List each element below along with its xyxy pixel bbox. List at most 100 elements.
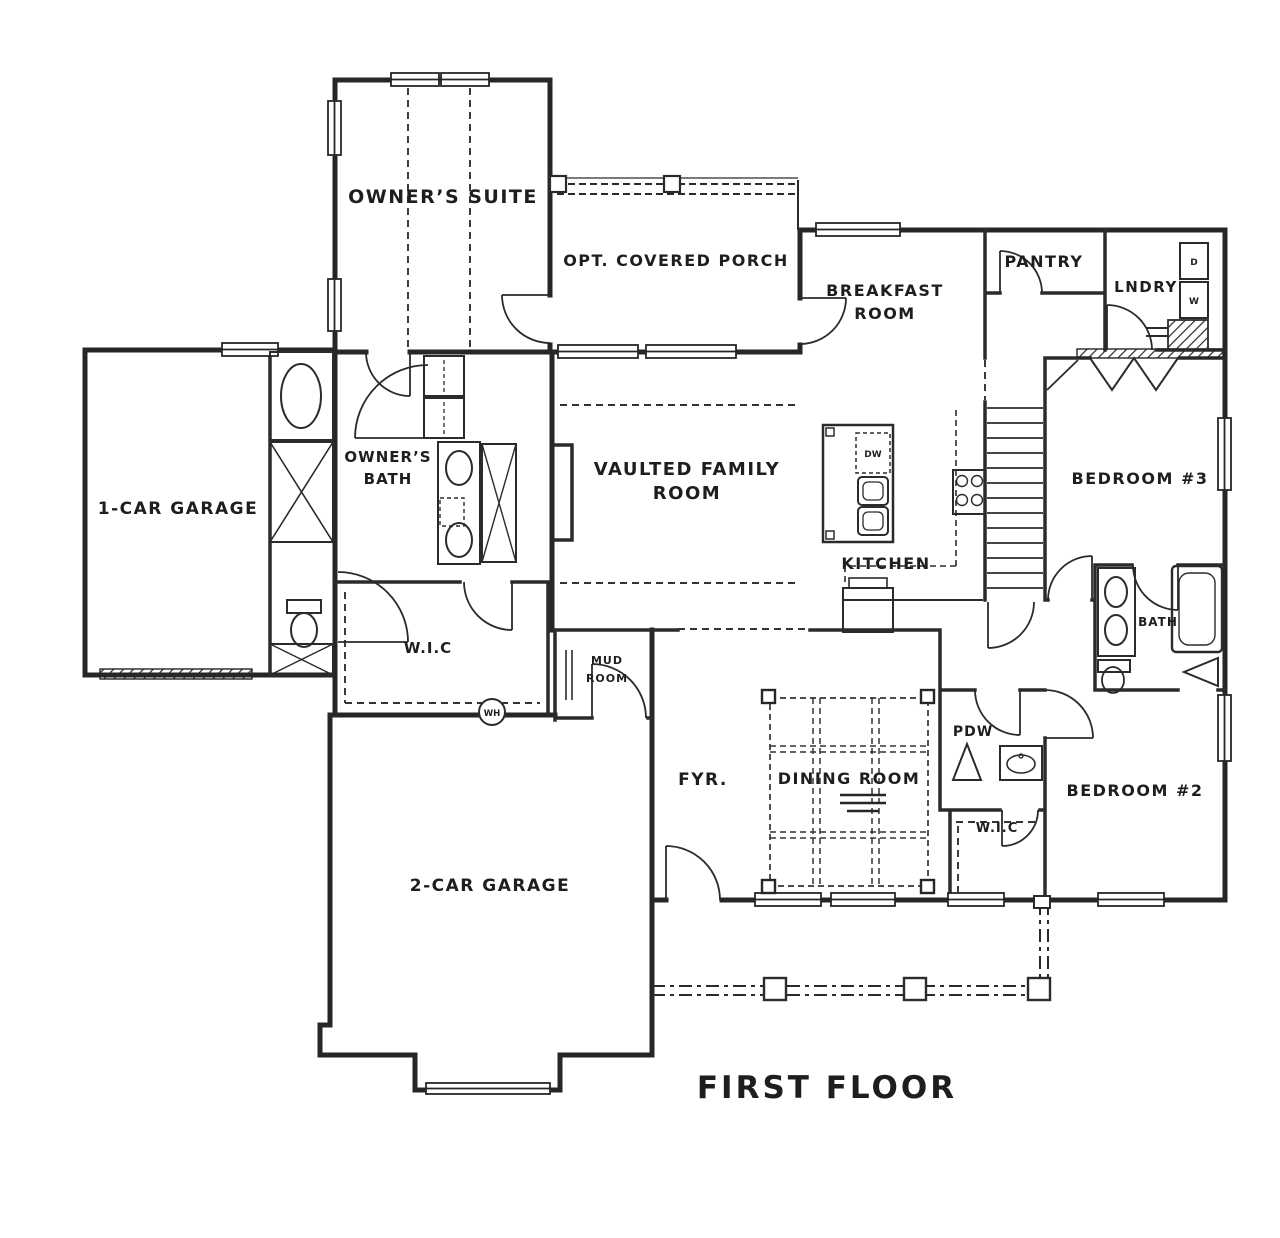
hall-bath-door [1132,564,1179,611]
window [754,892,822,907]
exterior-wall-outline [82,77,1228,1093]
dining-table-symbol [840,793,886,813]
burner [955,474,969,488]
closet-shelf-lines [344,592,1040,895]
plan-title: FIRST FLOOR [697,1070,957,1106]
hall-closet [423,355,465,397]
front-door [665,845,721,901]
hall-bath-fixtures [1097,564,1224,694]
mud-room-fixtures [478,650,573,726]
vanity-counter [437,441,481,565]
bathtub-basin [280,363,322,429]
powder-room-door [974,689,1021,736]
family-room-label-line2: ROOM [653,483,721,504]
two-car-garage-label: 2-CAR GARAGE [410,876,570,896]
suite-porch-door [501,294,551,344]
garage-bay-window [425,1082,551,1095]
bedroom2-closet-label: W.I.C [976,821,1019,836]
fixture-labels: WH DW D W [484,258,1199,719]
closet-strip [1076,348,1224,359]
window [440,72,490,87]
dining-room-label: DINING ROOM [778,769,921,788]
dishwasher-box [855,432,891,474]
powder-sink-counter [999,745,1043,781]
window [1217,694,1232,762]
windows [221,72,1232,1095]
doors [337,250,1219,901]
dining-column [919,688,936,705]
counter-edge-dashed [844,410,957,586]
bedroom2-closet-door [1001,809,1039,847]
foyer-label: FYR. [678,770,728,790]
washer [1179,281,1209,319]
bedroom2-door [1044,689,1094,739]
utility-sink-faucet [1146,327,1168,337]
kitchen-label: KITCHEN [841,554,930,573]
window [1217,417,1232,491]
powder-room-fixtures [951,741,1043,781]
powder-room-label: PDW [953,724,993,740]
linen-cabinet [269,643,334,676]
window [645,344,737,359]
owners-suite-label: OWNER’S SUITE [348,186,538,208]
owners-bath-door [354,364,429,439]
toilet-bowl [1101,666,1125,694]
dashed-structure-lines [344,88,1040,895]
bath-hall-door [337,571,409,643]
owners-bath-label-line2: BATH [364,470,413,488]
basement-stair-door [987,601,1035,649]
bath-toilet-door-leaf [1181,656,1219,688]
shower [269,441,334,543]
mud-room-label-line1: MUD [591,654,623,667]
vanity-sink [445,522,473,558]
island-corner [825,427,835,437]
window [830,892,896,907]
bathtub [269,351,334,441]
kitchen-island [821,423,895,544]
toilet [951,741,983,781]
window [327,278,342,332]
bath-vanity [1097,567,1136,657]
powder-faucet [1018,753,1024,759]
kitchen-fixtures [821,410,986,633]
island-corner [825,530,835,540]
owners-suite-ceiling-lines [407,88,471,348]
window [221,342,279,357]
window [390,72,440,87]
mud-bench [565,650,573,700]
vanity-cabinet [439,497,465,527]
garage-door-threshold [99,668,253,680]
window [327,100,342,156]
rear-porch-edge [557,183,798,195]
pantry-door [999,250,1043,294]
porch-post [762,976,788,1002]
utility-sink [1167,319,1209,351]
front-porch [652,895,1052,1002]
dining-ceiling-outline [769,697,929,887]
pantry-label: PANTRY [1005,252,1084,271]
burner [970,493,984,507]
vanity-sink [445,450,473,486]
burner [970,474,984,488]
cooktop [952,469,986,515]
window [1097,892,1165,907]
dining-column [760,688,777,705]
toilet-tank [286,599,322,614]
dining-column [760,878,777,895]
island-sink-basin [862,481,884,501]
family-room-label-line1: VAULTED FAMILY [594,459,780,480]
water-heater-label: WH [484,709,501,719]
dryer [1179,242,1209,280]
staircase [987,359,1079,589]
laundry-label: LNDRY [1114,278,1178,296]
laundry-door [1106,304,1153,351]
owners-closet-door [463,581,513,631]
mud-room-door [591,663,647,719]
linen-closet [481,443,517,563]
bathtub-basin [1178,572,1216,646]
porch-post [1026,976,1052,1002]
mud-room-label-line2: ROOM [586,672,628,685]
hatched-strips [99,348,1224,680]
